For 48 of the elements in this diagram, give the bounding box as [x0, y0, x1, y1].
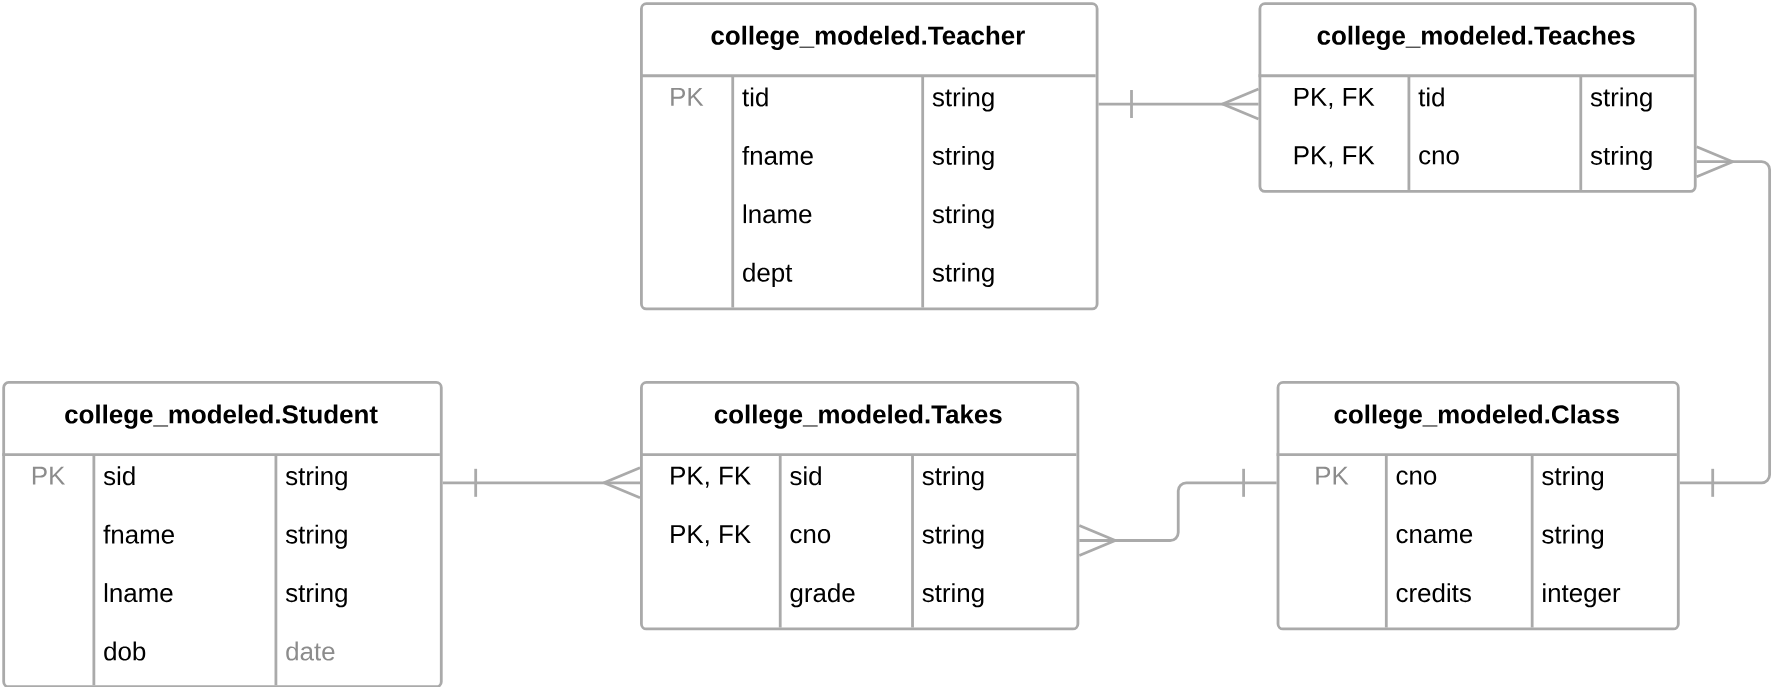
- table-cell: PK: [1316, 466, 1349, 485]
- table-cell: PK, FK: [671, 525, 751, 547]
- table-cell: string: [922, 524, 984, 549]
- table-cell: string: [1542, 524, 1604, 549]
- table-title: college_modeled.Teacher: [711, 25, 1025, 50]
- table-cell: string: [1590, 87, 1652, 112]
- table-cell: string: [1590, 145, 1652, 171]
- table-cell: PK, FK: [1294, 87, 1375, 110]
- table-cell: string: [922, 466, 984, 491]
- table-cell: cno: [1419, 150, 1459, 165]
- table-cell: PK, FK: [671, 466, 751, 488]
- table-cell: tid: [1418, 87, 1444, 107]
- relationship-line: [1098, 87, 1260, 121]
- relationship-line: [1679, 145, 1771, 497]
- table-cell: cname: [1396, 529, 1473, 544]
- table-title: college_modeled.Class: [1334, 404, 1619, 429]
- table-cell: sid: [790, 466, 821, 486]
- relationship-line: [1078, 468, 1277, 557]
- table-cell: string: [932, 145, 994, 171]
- table-cell: lname: [104, 583, 173, 603]
- table-cell: cno: [790, 529, 831, 544]
- table-cell: string: [932, 87, 994, 112]
- table-cell: string: [285, 524, 347, 549]
- table-cell: fname: [742, 145, 813, 165]
- table-cell: dob: [104, 641, 146, 661]
- relationship-line: [442, 466, 641, 500]
- table-cell: string: [285, 466, 347, 491]
- table-cell: fname: [103, 524, 174, 544]
- table-cell: lname: [743, 204, 812, 224]
- table-cell: sid: [103, 466, 135, 486]
- table-cell: credits: [1396, 583, 1471, 603]
- table-cell: dept: [743, 262, 793, 287]
- table-cell: string: [922, 583, 984, 608]
- table-title: college_modeled.Student: [65, 404, 378, 429]
- table-cell: integer: [1543, 583, 1621, 608]
- table-cell: PK, FK: [1294, 146, 1375, 168]
- table-title: college_modeled.Takes: [714, 404, 1002, 429]
- table-title: college_modeled.Teaches: [1317, 25, 1635, 50]
- table-cell: string: [932, 204, 994, 229]
- table-cell: string: [932, 262, 994, 287]
- table-cell: date: [286, 641, 335, 661]
- table-cell: string: [1542, 466, 1604, 491]
- table-cell: PK: [671, 87, 704, 106]
- table-cell: string: [285, 583, 347, 608]
- table-cell: PK: [32, 466, 66, 485]
- table-cell: cno: [1396, 470, 1437, 485]
- table-cell: grade: [790, 583, 855, 608]
- table-cell: tid: [742, 87, 768, 107]
